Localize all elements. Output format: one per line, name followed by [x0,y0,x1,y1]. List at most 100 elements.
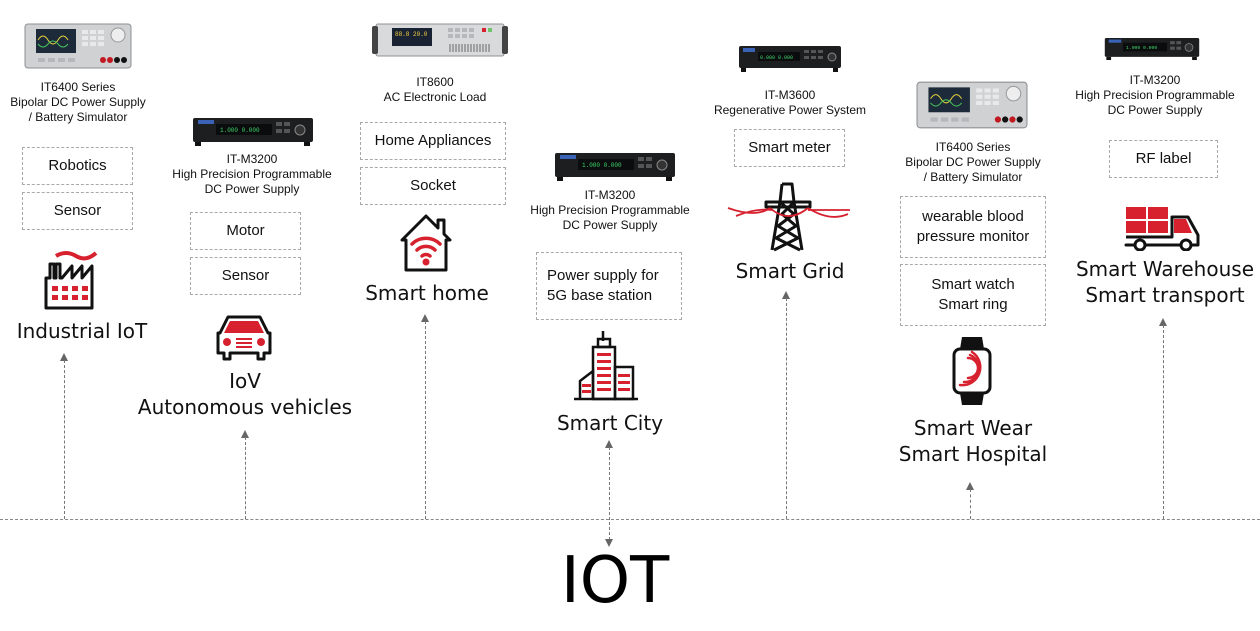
application-title: Smart Wear Smart Hospital [882,415,1064,467]
product-type-cont: DC Power Supply [562,218,658,232]
use-case-label: Robotics [48,157,107,174]
use-case-label: Motor [226,222,265,239]
product-label: IT-M3600 Regenerative Power System [700,88,880,118]
use-case-box: Smart watch Smart ring [900,264,1046,326]
product-model: IT-M3600 [764,88,816,102]
use-case-box: wearable blood pressure monitor [900,196,1046,258]
product-type-cont: / Battery Simulator [28,110,128,124]
it-m3600-device-image: 0.000 0.000 [739,46,841,72]
use-case-box: Robotics [22,147,133,185]
root-label: IOT [560,544,670,618]
connector-line [64,360,65,519]
application-title: IoV Autonomous vehicles [118,368,372,420]
application-title: Smart home [345,280,509,306]
title-line: Industrial IoT [16,319,148,343]
use-case-box: Socket [360,167,506,205]
arrow-up-icon [241,430,249,438]
product-label: IT6400 Series Bipolar DC Power Supply / … [890,140,1056,185]
use-case-box: Power supply for 5G base station [536,252,682,320]
it-m3200-device-image: 1.000 0.000 [1104,37,1200,61]
title-line: Autonomous vehicles [137,395,353,419]
title-line: Smart Wear [913,416,1033,440]
title-line: Smart City [556,411,664,435]
it-m3200-device-image: 1.000 0.000 [555,153,675,181]
product-type-cont: / Battery Simulator [923,170,1023,184]
application-title: Industrial IoT [0,318,164,344]
smart-home-icon [400,214,452,272]
title-line: Smart Hospital [898,442,1048,466]
title-line: Smart transport [1085,283,1245,307]
product-type: High Precision Programmable [530,203,690,217]
application-title: Smart Warehouse Smart transport [1070,256,1260,308]
title-line: Smart Warehouse [1075,257,1254,281]
it6400-device-image [916,81,1028,129]
arrow-up-icon [1159,318,1167,326]
product-type: High Precision Programmable [172,167,332,181]
product-model: IT-M3200 [584,188,636,202]
use-case-label: Power supply for 5G base station [547,266,659,306]
arrow-up-icon [421,314,429,322]
connector-line [786,298,787,519]
connector-line [970,489,971,519]
factory-icon [44,251,98,310]
use-case-line: Smart ring [938,296,1008,313]
product-type-cont: DC Power Supply [204,182,300,196]
application-title: Smart Grid [708,258,872,284]
use-case-line: Smart watch [931,276,1015,293]
it8600-device-image: 88.8 20.0 [372,23,508,57]
use-case-label: wearable blood pressure monitor [917,207,1030,247]
connector-line [245,437,246,519]
use-case-box: Smart meter [734,129,845,167]
connector-line [609,447,610,545]
arrow-up-icon [782,291,790,299]
product-type: Bipolar DC Power Supply [905,155,1041,169]
product-type: High Precision Programmable [1075,88,1235,102]
use-case-box: Motor [190,212,301,250]
product-model: IT-M3200 [226,152,278,166]
title-line: Smart Grid [735,259,845,283]
it-m3200-device-image: 1.000 0.000 [193,118,313,146]
title-line: IoV [229,369,261,393]
car-icon [216,315,272,361]
connector-line [425,321,426,519]
use-case-line: pressure monitor [916,228,1030,245]
product-type: Regenerative Power System [713,103,867,117]
use-case-box: Sensor [22,192,133,230]
use-case-label: Socket [410,177,456,194]
arrow-up-icon [60,353,68,361]
smartwatch-icon [952,337,992,405]
use-case-label: Home Appliances [374,132,492,149]
product-label: IT-M3200 High Precision Programmable DC … [520,188,700,233]
product-label: IT-M3200 High Precision Programmable DC … [166,152,338,197]
delivery-truck-icon [1124,207,1200,251]
svg-text:1.000 0.000: 1.000 0.000 [220,127,260,134]
svg-text:88.8 20.0: 88.8 20.0 [395,31,428,38]
arrow-up-icon [966,482,974,490]
product-model: IT-M3200 [1129,73,1181,87]
product-label: IT8600 AC Electronic Load [355,75,515,105]
svg-text:1.000 0.000: 1.000 0.000 [582,162,622,169]
timeline-baseline [0,519,1260,520]
product-label: IT-M3200 High Precision Programmable DC … [1066,73,1244,118]
use-case-line: wearable blood [922,208,1024,225]
use-case-box: Home Appliances [360,122,506,160]
svg-text:1.000 0.000: 1.000 0.000 [1126,45,1157,51]
use-case-label: Sensor [53,202,102,219]
arrow-up-icon [605,440,613,448]
product-type: AC Electronic Load [383,90,487,104]
application-title: Smart City [528,410,692,436]
product-model: IT8600 [416,75,454,89]
product-model: IT6400 Series [935,140,1011,154]
use-case-label: Sensor [221,267,270,284]
use-case-label: Smart watch Smart ring [931,275,1014,315]
use-case-box: RF label [1109,140,1218,178]
product-label: IT6400 Series Bipolar DC Power Supply / … [0,80,156,125]
use-case-box: Sensor [190,257,301,295]
it6400-device-image [24,23,132,69]
use-case-label: Smart meter [748,139,831,156]
connector-line [1163,325,1164,519]
use-case-line: 5G base station [547,287,653,304]
power-tower-icon [727,182,850,252]
arrow-down-icon [605,539,613,547]
city-buildings-icon [574,331,638,401]
